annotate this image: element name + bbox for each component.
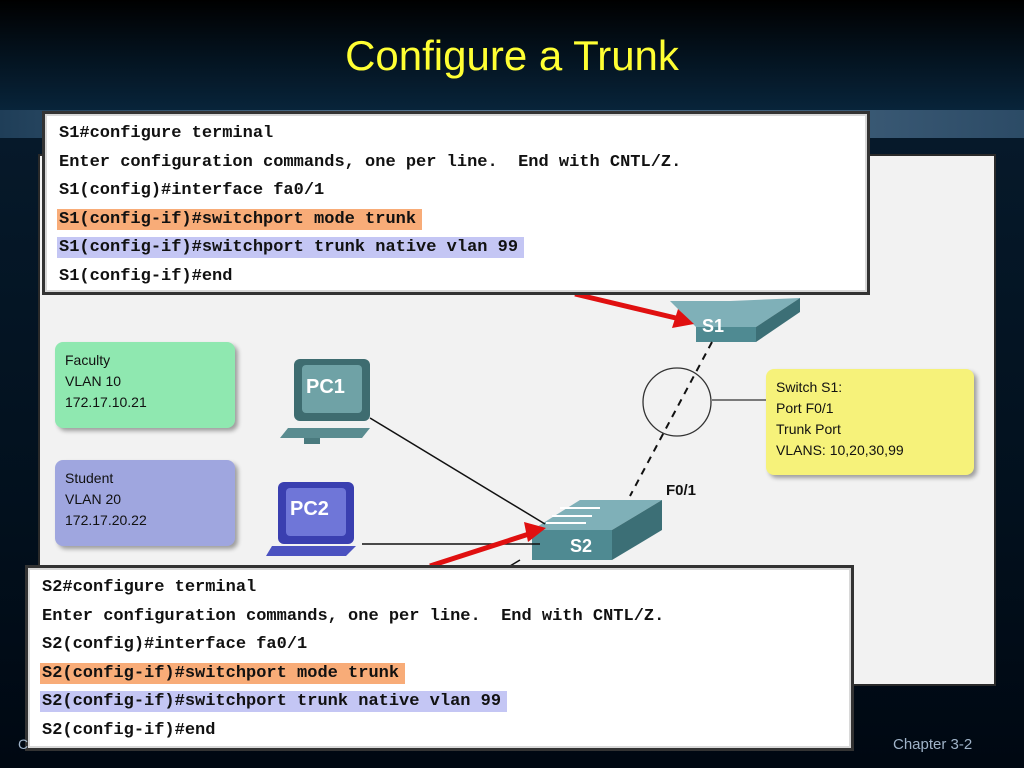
s1-info-box: Switch S1: Port F0/1 Trunk Port VLANS: 1… [766,369,974,475]
console-line: S2(config-if)#end [42,720,216,740]
console-line-highlighted: S1(config-if)#switchport mode trunk [45,206,867,235]
s1-info-title: Switch S1: [776,379,843,395]
console-line: S1#configure terminal [59,124,274,143]
student-vlan-box: Student VLAN 20 172.17.20.22 [55,460,235,546]
faculty-ip: 172.17.10.21 [65,394,147,410]
console-line-highlighted: S1(config-if)#switchport trunk native vl… [45,234,867,263]
pc1-label: PC1 [306,376,345,398]
faculty-vlan: VLAN 10 [65,373,122,389]
s1-label: S1 [702,316,725,336]
console-line: S1(config)#interface fa0/1 [59,181,325,201]
student-ip: 172.17.20.22 [65,512,147,528]
console-line-highlighted: S2(config-if)#switchport trunk native vl… [28,688,851,717]
pc2-label: PC2 [290,498,329,520]
switch-s2-icon [532,500,662,560]
switch-s1-icon [670,298,800,342]
arrow-to-s2 [429,522,546,569]
arrow-to-s1 [574,291,694,328]
console-line: S2#configure terminal [42,578,257,597]
s2-label: S2 [570,536,593,556]
console-line: Enter configuration commands, one per li… [59,152,682,172]
slide-title: Configure a Trunk [345,32,679,79]
student-vlan: VLAN 20 [65,491,122,507]
trunk-highlight-circle [642,367,712,437]
footer-left-text: C [18,736,29,752]
s1-info-mode: Trunk Port [776,421,841,437]
console-line-highlighted: S2(config-if)#switchport mode trunk [28,660,851,689]
pc1-icon [280,359,370,444]
faculty-name: Faculty [65,352,111,368]
port-f01-label: F0/1 [666,482,697,499]
console-line: S2(config)#interface fa0/1 [42,635,308,655]
student-name: Student [65,470,114,486]
s1-console: S1#configure terminal Enter configuratio… [42,111,870,295]
pc2-icon [266,482,356,556]
console-line: Enter configuration commands, one per li… [42,606,665,626]
faculty-vlan-box: Faculty VLAN 10 172.17.10.21 [55,342,235,428]
topology-drawing [266,291,800,569]
s1-info-vlans: VLANS: 10,20,30,99 [776,442,904,458]
pc1-link [369,417,546,525]
console-line: S1(config-if)#end [59,266,233,286]
s1-info-port: Port F0/1 [776,400,834,416]
chapter-label: Chapter 3-2 [893,736,973,753]
title-band [0,0,1024,110]
s2-console: S2#configure terminal Enter configuratio… [25,565,854,751]
trunk-link [629,341,713,497]
